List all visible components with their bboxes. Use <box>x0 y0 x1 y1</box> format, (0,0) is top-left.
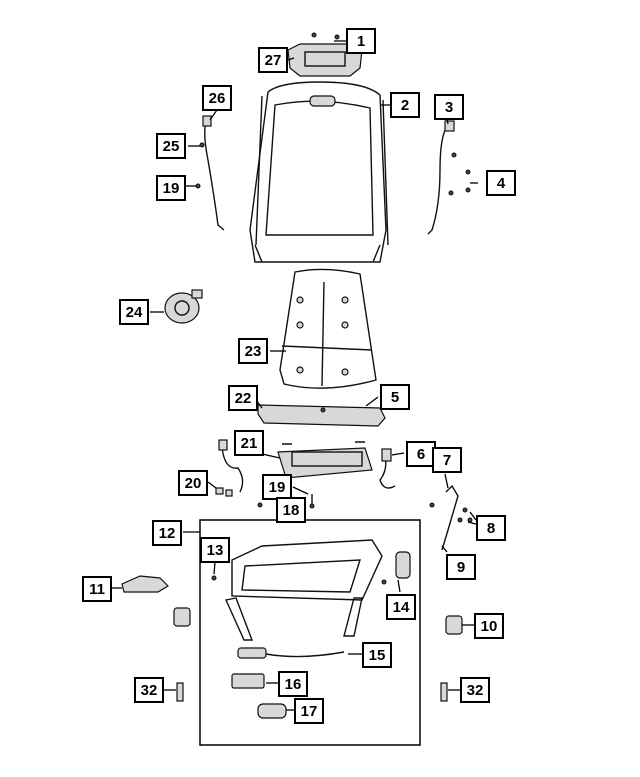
callout-8: 8 <box>476 515 506 541</box>
lumbar-motor-part <box>164 289 203 324</box>
power-motor-part <box>381 551 411 585</box>
clip-set-part <box>215 487 263 508</box>
bolts-part <box>176 682 448 702</box>
seat-back-cable-left-part <box>202 115 225 231</box>
callout-32-left: 32 <box>134 677 164 703</box>
callout-5: 5 <box>380 384 410 410</box>
callout-9: 9 <box>446 554 476 580</box>
seat-cushion-frame-part <box>225 539 383 641</box>
callout-21: 21 <box>234 430 264 456</box>
callout-22: 22 <box>228 385 258 411</box>
callout-23: 23 <box>238 338 268 364</box>
callout-1: 1 <box>346 28 376 54</box>
callout-18: 18 <box>276 497 306 523</box>
callout-12: 12 <box>152 520 182 546</box>
callout-25: 25 <box>156 133 186 159</box>
cushion-fastener-part <box>211 575 217 581</box>
adjuster-cable-part <box>237 647 345 659</box>
fasteners-upper-part <box>195 142 471 196</box>
callout-24: 24 <box>119 299 149 325</box>
callout-16: 16 <box>278 671 308 697</box>
callout-19-lower: 19 <box>262 474 292 500</box>
callout-19-upper: 19 <box>156 175 186 201</box>
callout-26: 26 <box>202 85 232 111</box>
height-motor-part <box>257 703 287 719</box>
callout-3: 3 <box>434 94 464 120</box>
seat-back-cable-right-part <box>427 120 455 235</box>
fastener-lower-part <box>309 494 315 509</box>
callout-13: 13 <box>200 537 230 563</box>
back-panel-part <box>279 268 377 389</box>
callout-17: 17 <box>294 698 324 724</box>
callout-14: 14 <box>386 594 416 620</box>
track-covers-part <box>173 607 463 635</box>
callout-15: 15 <box>362 642 392 668</box>
callout-7: 7 <box>432 447 462 473</box>
leader-lines <box>112 40 478 711</box>
callout-27: 27 <box>258 47 288 73</box>
recliner-handle-part <box>121 575 169 593</box>
seat-switch-part <box>231 673 265 689</box>
headrest-guide-bracket-part <box>287 32 363 77</box>
callout-32-right: 32 <box>460 677 490 703</box>
seat-back-frame-part <box>249 81 389 263</box>
cross-member-part <box>257 404 386 427</box>
callout-20: 20 <box>178 470 208 496</box>
callout-2: 2 <box>390 92 420 118</box>
callout-4: 4 <box>486 170 516 196</box>
cushion-assembly-box <box>199 519 421 746</box>
callout-10: 10 <box>474 613 504 639</box>
callout-11: 11 <box>82 576 112 602</box>
wire-harness-part <box>218 439 396 493</box>
seat-adjuster-part <box>277 441 373 479</box>
side-bracket-part <box>429 484 473 551</box>
